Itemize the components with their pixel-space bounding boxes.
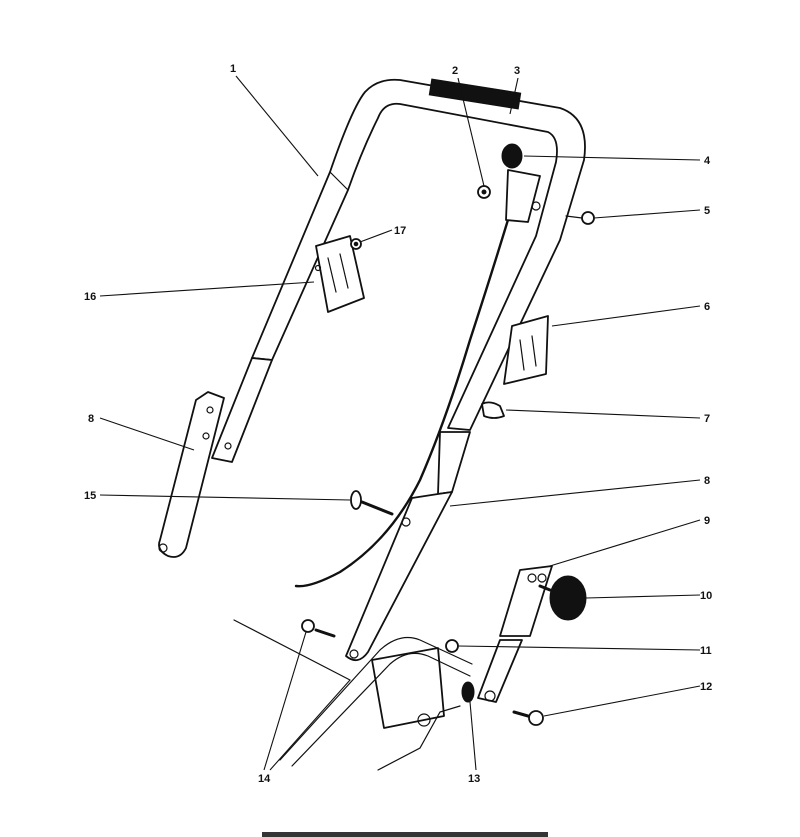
pivot-plate <box>477 639 523 703</box>
bracket-left <box>158 391 225 558</box>
screw-17 <box>350 238 362 250</box>
footer-caption-strokes <box>262 832 548 837</box>
callout-6: 6 <box>704 301 710 313</box>
knob-10 <box>538 575 587 621</box>
callout-4: 4 <box>704 155 711 167</box>
cable-clip-16 <box>314 235 365 313</box>
callout-8-right: 8 <box>704 475 710 487</box>
callout-10: 10 <box>700 590 712 602</box>
bolt-12 <box>512 710 544 726</box>
handle-grip <box>428 78 522 110</box>
callout-1: 1 <box>230 63 236 75</box>
callout-13: 13 <box>468 773 480 785</box>
callout-2: 2 <box>452 65 458 77</box>
lower-handle-left <box>211 357 273 463</box>
cable-clip-6 <box>503 315 549 385</box>
callout-11: 11 <box>700 645 712 657</box>
callout-15: 15 <box>84 490 96 502</box>
control-cable <box>294 198 516 588</box>
callout-8-left: 8 <box>88 413 94 425</box>
callout-17: 17 <box>394 225 406 237</box>
lower-handle-right <box>345 431 471 662</box>
bolt-14 <box>301 619 336 638</box>
control-bail <box>501 143 541 223</box>
washer-13 <box>461 681 475 703</box>
callout-12: 12 <box>700 681 712 693</box>
callout-9: 9 <box>704 515 710 527</box>
leader-lines <box>99 75 701 771</box>
callout-16: 16 <box>84 291 96 303</box>
callout-3: 3 <box>514 65 520 77</box>
nut-2 <box>477 185 491 199</box>
screw-5 <box>565 211 595 225</box>
nut-11 <box>445 639 459 653</box>
upper-handle <box>251 78 586 431</box>
callout-labels: 1 2 3 4 5 6 7 8 8 9 10 11 12 13 14 15 16… <box>84 63 712 785</box>
callout-7: 7 <box>704 413 710 425</box>
bolt-15 <box>350 490 394 516</box>
mower-deck <box>233 619 473 771</box>
cable-tie-7 <box>481 401 505 419</box>
callout-5: 5 <box>704 205 710 217</box>
height-bracket-9 <box>499 565 553 637</box>
callout-14: 14 <box>258 773 271 785</box>
